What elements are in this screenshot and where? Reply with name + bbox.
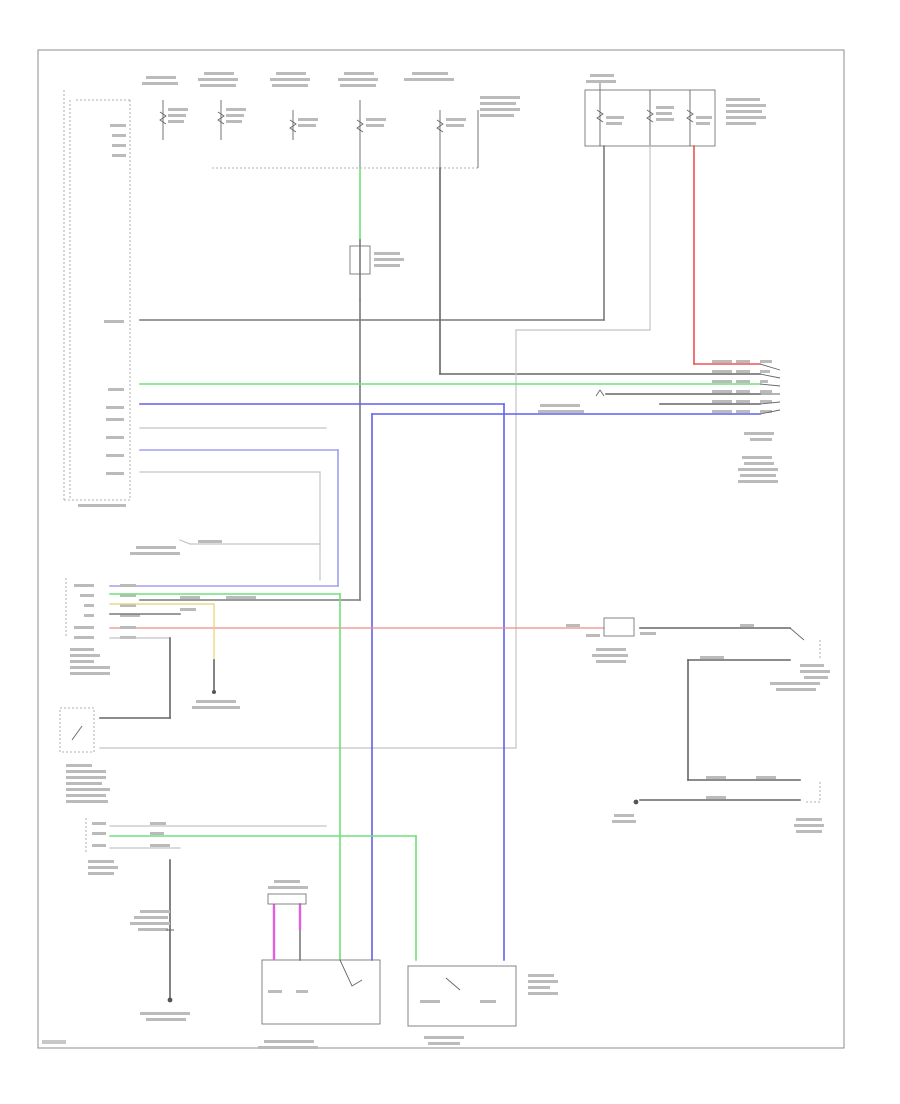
wire-lightgray-650 [99,145,651,749]
relay-symbol [349,245,404,275]
wire-blue-414 [371,413,761,961]
wire-gray-440 [439,167,761,375]
wire-blue-404 [139,403,505,961]
wire-red-628 [109,617,791,663]
wire-gray-320 [139,145,605,321]
left-ecu-block [63,90,131,507]
wire-lower-right [612,776,824,833]
footer-code [42,1040,66,1044]
right-connector-block [538,360,781,483]
wire-red-690 [693,145,761,365]
top-fuse-block [142,72,520,169]
left-connector-block [65,578,341,719]
wire-green-vertical-360 [139,167,361,601]
lower-left-connector [85,818,417,1021]
bottom-right-switch [407,965,558,1045]
left-lower-component [59,707,110,803]
wire-lightgray-472 [139,471,321,581]
right-switch-group [687,627,830,781]
bottom-switch-assembly [258,880,381,1049]
diagram-frame [37,49,845,1049]
top-right-relay-box [584,74,766,147]
wire-lightblue-450 [109,449,339,587]
left-mid-labels [130,539,321,555]
